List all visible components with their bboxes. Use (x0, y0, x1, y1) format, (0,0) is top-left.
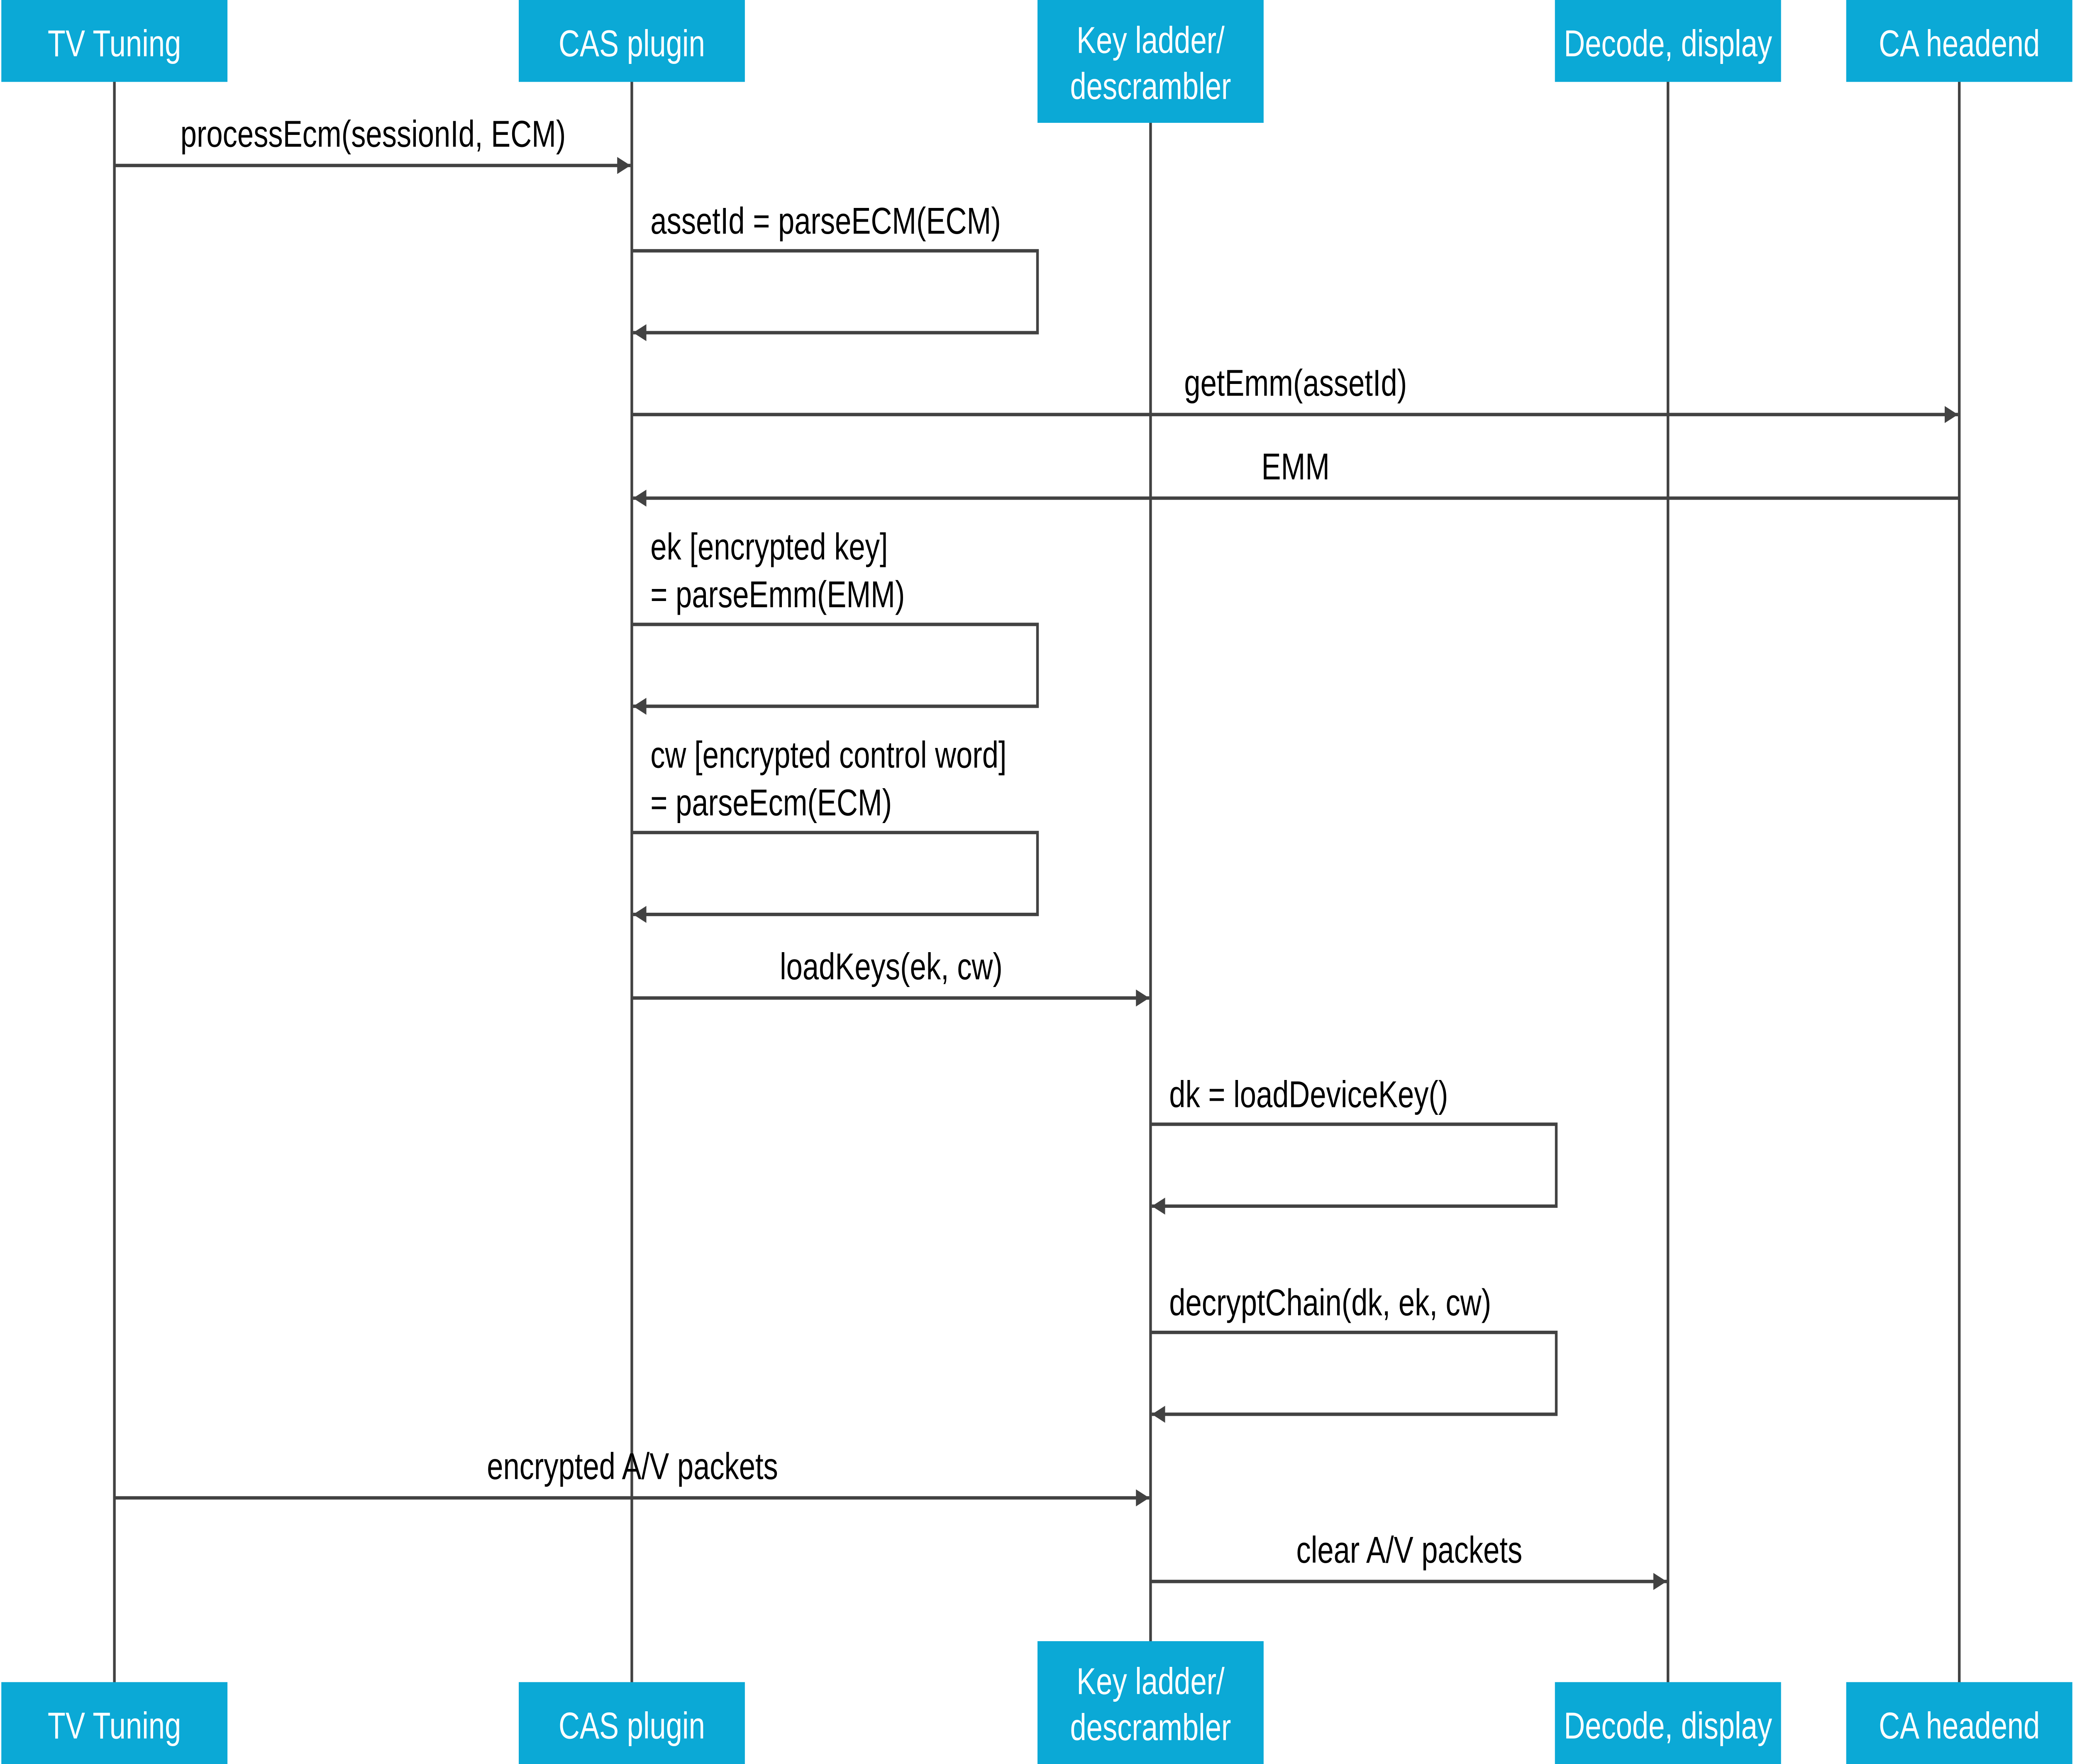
message-label: processEcm(sessionId, ECM) (181, 113, 566, 155)
message-3: getEmm(assetId) (632, 362, 1958, 423)
message-label: ek [encrypted key] (650, 526, 888, 568)
participant-tv-bottom: TV Tuning (1, 1682, 228, 1764)
self-call-arrow (632, 831, 1039, 923)
participant-keyladder-top: Key ladder/descrambler (1038, 0, 1264, 123)
participant-keyladder-bottom: Key ladder/descrambler (1038, 1641, 1264, 1764)
participant-label: CA headend (1879, 1705, 2040, 1747)
message-11: clear A/V packets (1150, 1529, 1667, 1590)
participant-cas-bottom: CAS plugin (519, 1682, 745, 1764)
lifelines (113, 68, 1961, 1706)
participant-headend-top: CA headend (1846, 0, 2073, 82)
participant-label: TV Tuning (48, 23, 181, 64)
message-label: getEmm(assetId) (1184, 362, 1407, 404)
message-4: EMM (633, 446, 1960, 507)
message-label: = parseEmm(EMM) (650, 574, 905, 616)
participant-box (1038, 0, 1264, 123)
participant-box (1, 0, 228, 82)
message-5: ek [encrypted key] = parseEmm(EMM) (632, 526, 1039, 715)
message-10: encrypted A/V packets (114, 1446, 1150, 1507)
participant-box (519, 0, 745, 82)
participant-tv-top: TV Tuning (1, 0, 228, 82)
message-label: = parseEcm(ECM) (650, 782, 892, 823)
participant-box (1555, 1682, 1781, 1764)
participant-label: Decode, display (1564, 1705, 1772, 1747)
message-7: loadKeys(ek, cw) (632, 946, 1150, 1007)
participant-label: CA headend (1879, 23, 2040, 64)
participant-box (1846, 1682, 2073, 1764)
message-label: decryptChain(dk, ek, cw) (1169, 1282, 1491, 1324)
participant-box (1555, 0, 1781, 82)
participant-label: TV Tuning (48, 1705, 181, 1747)
participant-box (1846, 0, 2073, 82)
participant-label: descrambler (1070, 66, 1231, 107)
message-2: assetId = parseECM(ECM) (632, 200, 1039, 342)
self-call-arrow (632, 623, 1039, 715)
participant-box (1038, 1641, 1264, 1764)
participant-cas-top: CAS plugin (519, 0, 745, 82)
participant-decode-bottom: Decode, display (1555, 1682, 1781, 1764)
message-label: loadKeys(ek, cw) (780, 946, 1003, 987)
participant-label: Decode, display (1564, 23, 1772, 64)
participant-box (519, 1682, 745, 1764)
self-call-arrow (1150, 1330, 1558, 1423)
participant-label: CAS plugin (559, 1705, 705, 1747)
message-label: assetId = parseECM(ECM) (650, 200, 1001, 242)
message-8: dk = loadDeviceKey() (1150, 1074, 1558, 1215)
participant-label: CAS plugin (559, 23, 705, 64)
message-9: decryptChain(dk, ek, cw) (1150, 1282, 1558, 1423)
self-call-arrow (1150, 1122, 1558, 1215)
message-label: encrypted A/V packets (487, 1446, 778, 1487)
participant-box (1, 1682, 228, 1764)
self-call-arrow (632, 249, 1039, 342)
participant-decode-top: Decode, display (1555, 0, 1781, 82)
message-label: dk = loadDeviceKey() (1169, 1074, 1448, 1115)
participant-label: Key ladder/ (1077, 1661, 1225, 1702)
message-6: cw [encrypted control word] = parseEcm(EC… (632, 734, 1039, 923)
messages: processEcm(sessionId, ECM) assetId = pars… (114, 113, 1960, 1590)
message-label: cw [encrypted control word] (650, 734, 1006, 776)
message-label: clear A/V packets (1296, 1529, 1522, 1571)
message-label: EMM (1262, 446, 1330, 488)
participant-label: descrambler (1070, 1707, 1231, 1748)
message-1: processEcm(sessionId, ECM) (114, 113, 631, 174)
participant-label: Key ladder/ (1077, 20, 1225, 61)
participant-headend-bottom: CA headend (1846, 1682, 2073, 1764)
